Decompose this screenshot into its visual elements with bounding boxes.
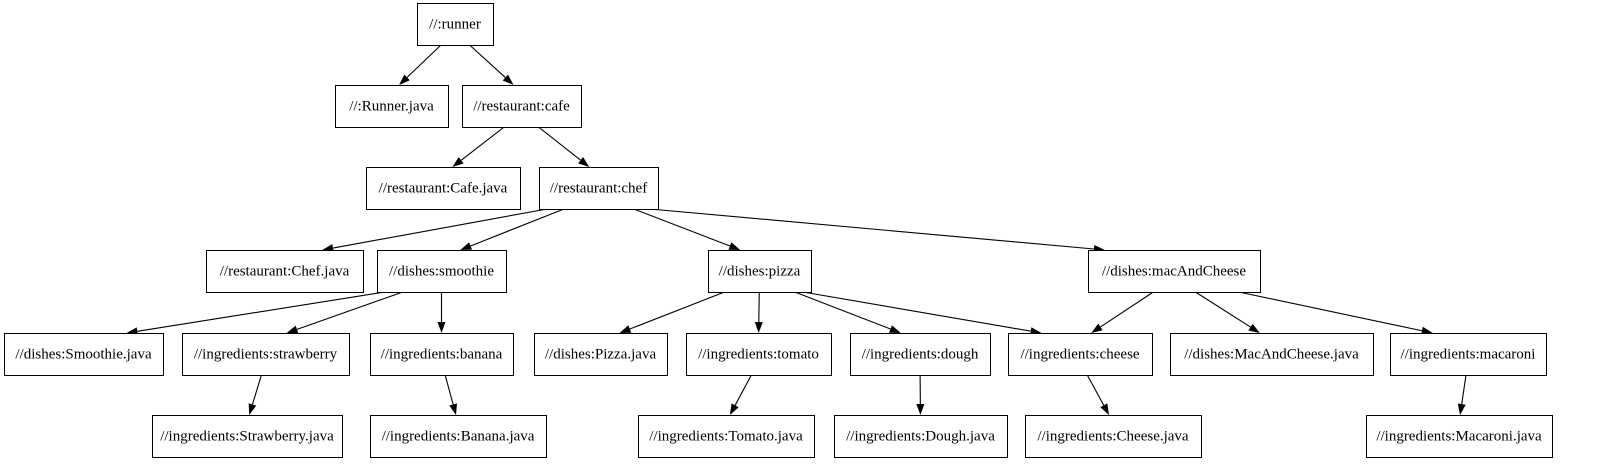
- arrowhead-runner-to-runner_java: [399, 74, 410, 85]
- node-box: [366, 167, 521, 210]
- graph-node-restaurant_cafe[interactable]: //restaurant:cafe: [462, 85, 582, 128]
- node-box: [1390, 333, 1547, 376]
- arrowhead-ing_dough-to-dough_java: [916, 403, 925, 415]
- arrowhead-dishes_smoothie-to-ing_banana: [437, 322, 446, 333]
- graph-node-dishes_mac[interactable]: //dishes:macAndCheese: [1088, 250, 1261, 293]
- edge-restaurant_chef-to-dishes_mac: [649, 208, 1095, 250]
- node-box: [1008, 333, 1153, 376]
- arrowhead-dishes_mac-to-mac_java: [1248, 323, 1260, 333]
- node-box: [182, 333, 350, 376]
- graph-node-ing_macaroni[interactable]: //ingredients:macaroni: [1390, 333, 1547, 376]
- edge-ing_tomato-to-tomato_java: [734, 374, 752, 406]
- node-box: [1025, 415, 1202, 458]
- node-box: [1366, 415, 1553, 458]
- edge-restaurant_chef-to-chef_java: [332, 208, 548, 249]
- arrowhead-dishes_pizza-to-ing_dough: [889, 325, 901, 333]
- node-box: [417, 3, 494, 46]
- edge-restaurant_cafe-to-restaurant_chef: [538, 126, 581, 161]
- edge-dishes_pizza-to-ing_dough: [794, 291, 891, 330]
- graph-node-dishes_smoothie[interactable]: //dishes:smoothie: [377, 250, 507, 293]
- graph-node-ing_strawberry[interactable]: //ingredients:strawberry: [182, 333, 350, 376]
- graph-node-dishes_pizza[interactable]: //dishes:pizza: [708, 250, 812, 293]
- edge-dishes_pizza-to-ing_cheese: [802, 291, 1031, 332]
- arrowhead-ing_strawberry-to-strawberry_java: [248, 403, 257, 415]
- node-box: [4, 333, 164, 376]
- edge-ing_cheese-to-cheese_java: [1086, 374, 1105, 406]
- node-box: [370, 415, 547, 458]
- graph-node-banana_java[interactable]: //ingredients:Banana.java: [370, 415, 547, 458]
- edge-restaurant_chef-to-dishes_pizza: [633, 208, 731, 247]
- arrowhead-dishes_pizza-to-pizza_java: [619, 325, 632, 333]
- arrowhead-dishes_mac-to-ing_cheese: [1091, 323, 1103, 333]
- arrowhead-ing_banana-to-banana_java: [449, 403, 457, 415]
- edge-dishes_pizza-to-pizza_java: [629, 291, 725, 330]
- graph-node-ing_banana[interactable]: //ingredients:banana: [370, 333, 514, 376]
- graph-node-chef_java[interactable]: //restaurant:Chef.java: [206, 250, 364, 293]
- graph-node-ing_tomato[interactable]: //ingredients:tomato: [686, 333, 832, 376]
- arrowhead-restaurant_cafe-to-restaurant_chef: [578, 157, 590, 167]
- node-box: [539, 167, 659, 210]
- graph-node-dough_java[interactable]: //ingredients:Dough.java: [834, 415, 1008, 458]
- graph-node-strawberry_java[interactable]: //ingredients:Strawberry.java: [152, 415, 343, 458]
- edge-dishes_mac-to-ing_cheese: [1100, 291, 1154, 328]
- graph-node-restaurant_chef[interactable]: //restaurant:chef: [539, 167, 659, 210]
- node-box: [206, 250, 364, 293]
- graph-node-ing_cheese[interactable]: //ingredients:cheese: [1008, 333, 1153, 376]
- graph-node-pizza_java[interactable]: //dishes:Pizza.java: [534, 333, 668, 376]
- arrowhead-ing_macaroni-to-macaroni_java: [1457, 403, 1466, 415]
- graph-node-runner[interactable]: //:runner: [417, 3, 494, 46]
- graph-node-ing_dough[interactable]: //ingredients:dough: [850, 333, 991, 376]
- arrowhead-restaurant_chef-to-chef_java: [322, 244, 334, 252]
- graph-node-tomato_java[interactable]: //ingredients:Tomato.java: [638, 415, 815, 458]
- node-box: [850, 333, 991, 376]
- arrowhead-dishes_smoothie-to-ing_strawberry: [286, 325, 299, 334]
- node-box: [708, 250, 812, 293]
- edge-dishes_smoothie-to-ing_strawberry: [296, 291, 403, 330]
- edge-restaurant_cafe-to-cafe_java: [460, 126, 505, 161]
- arrowhead-dishes_pizza-to-ing_tomato: [754, 321, 763, 333]
- graph-node-cafe_java[interactable]: //restaurant:Cafe.java: [366, 167, 521, 210]
- graph-node-macaroni_java[interactable]: //ingredients:Macaroni.java: [1366, 415, 1553, 458]
- arrowhead-restaurant_cafe-to-cafe_java: [452, 157, 464, 167]
- arrowhead-ing_cheese-to-cheese_java: [1100, 403, 1110, 415]
- node-box: [462, 85, 582, 128]
- node-box: [1088, 250, 1261, 293]
- node-box: [834, 415, 1008, 458]
- edge-dishes_mac-to-ing_macaroni: [1238, 291, 1423, 332]
- node-box: [1170, 333, 1374, 376]
- edge-ing_strawberry-to-strawberry_java: [251, 374, 262, 405]
- edge-restaurant_chef-to-dishes_smoothie: [470, 208, 565, 247]
- node-box: [686, 333, 832, 376]
- graph-node-runner_java[interactable]: //:Runner.java: [335, 85, 449, 128]
- arrowhead-dishes_mac-to-ing_macaroni: [1421, 326, 1433, 335]
- edge-layer: [126, 44, 1467, 415]
- node-box: [377, 250, 507, 293]
- node-box: [152, 415, 343, 458]
- arrowhead-runner-to-restaurant_cafe: [502, 74, 514, 85]
- edge-ing_macaroni-to-macaroni_java: [1461, 374, 1467, 405]
- arrowhead-ing_tomato-to-tomato_java: [729, 403, 739, 415]
- node-layer: //:runner //:Runner.java //restaurant:cafe…: [4, 3, 1553, 458]
- graph-node-cheese_java[interactable]: //ingredients:Cheese.java: [1025, 415, 1202, 458]
- node-box: [335, 85, 449, 128]
- edge-runner-to-restaurant_cafe: [469, 44, 506, 78]
- node-box: [534, 333, 668, 376]
- arrowhead-restaurant_chef-to-dishes_pizza: [728, 242, 741, 250]
- graph-node-mac_java[interactable]: //dishes:MacAndCheese.java: [1170, 333, 1374, 376]
- node-box: [638, 415, 815, 458]
- node-box: [370, 333, 514, 376]
- edge-dishes_smoothie-to-smoothie_java: [137, 291, 386, 332]
- arrowhead-restaurant_chef-to-dishes_smoothie: [460, 242, 473, 250]
- edge-runner-to-runner_java: [406, 44, 442, 78]
- edge-dishes_mac-to-mac_java: [1195, 291, 1251, 328]
- edge-ing_banana-to-banana_java: [444, 374, 454, 405]
- graph-node-smoothie_java[interactable]: //dishes:Smoothie.java: [4, 333, 164, 376]
